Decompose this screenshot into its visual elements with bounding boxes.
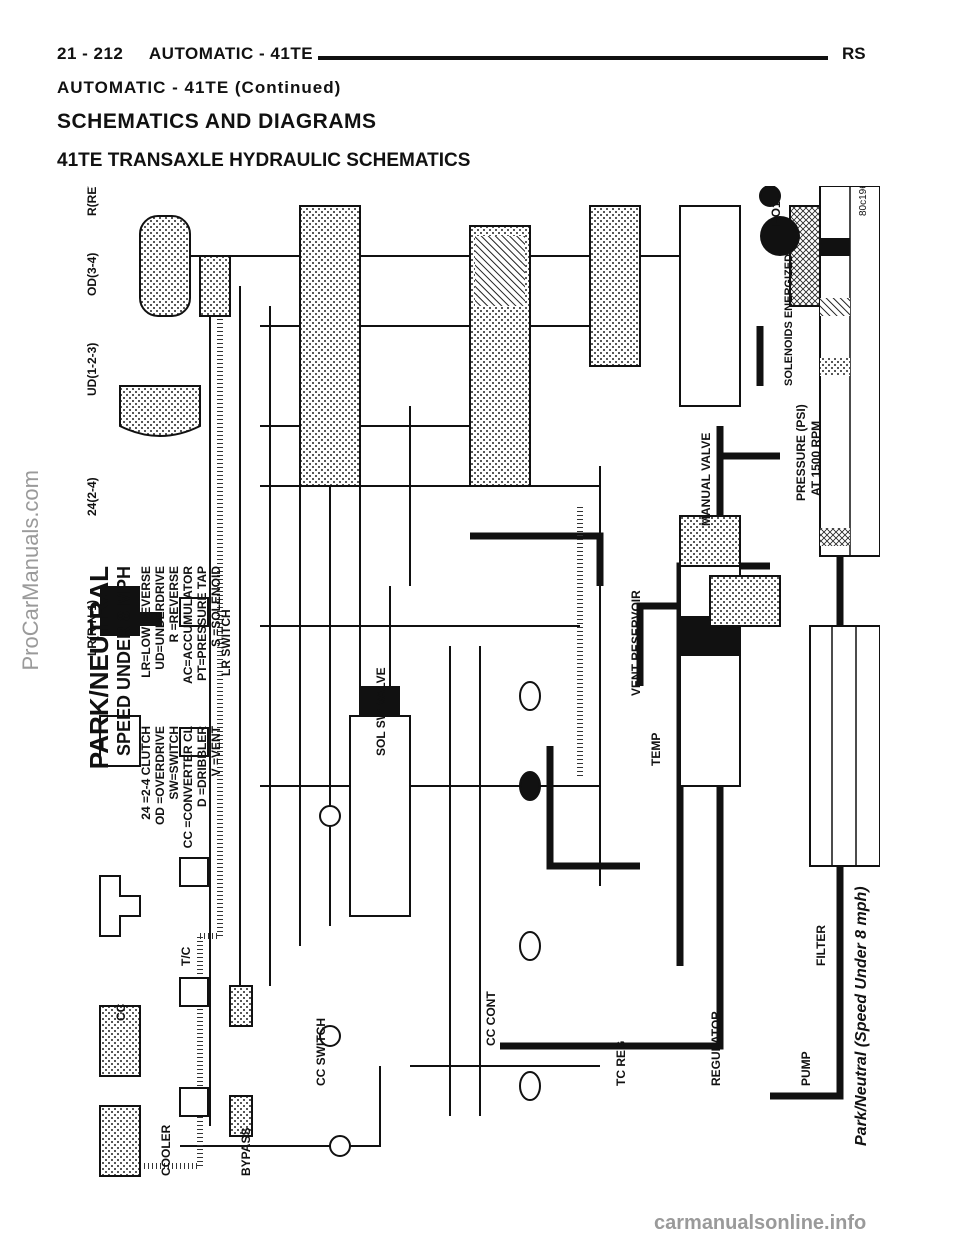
vent-reservoir	[709, 575, 781, 627]
label-manual-valve: MANUAL VALVE	[699, 433, 713, 526]
hydraulic-schematic: PARK/NEUTRAL SPEED UNDER 8 MPH LR=LOW RE…	[80, 186, 880, 1186]
label-temp: TEMP	[649, 733, 663, 766]
section-title: SCHEMATICS AND DIAGRAMS	[57, 110, 377, 133]
brand-code: RS	[842, 44, 866, 63]
figure-id: 80c19680	[858, 186, 869, 216]
clutch-label-lr: LR(R-N-1)	[85, 600, 99, 656]
accumulators	[179, 597, 209, 1117]
label-filter: FILTER	[814, 925, 828, 966]
cooler	[139, 215, 191, 317]
cc-switch	[299, 205, 361, 487]
schematic-svg: PARK/NEUTRAL SPEED UNDER 8 MPH LR=LOW RE…	[84, 186, 880, 1177]
solenoid-table-mode: HO1	[769, 201, 783, 226]
pump	[760, 216, 800, 256]
mode-subtitle: SPEED UNDER 8 MPH	[114, 566, 134, 756]
torque-converter	[119, 385, 201, 437]
clutch-od	[99, 1005, 141, 1077]
label-tc: T/C	[179, 946, 193, 966]
bypass	[199, 255, 231, 317]
legend-right-4: D =DRIBBLER	[195, 726, 209, 807]
label-sol-sw-valve: SOL SW VALVE	[374, 667, 388, 756]
circuit-nodes	[319, 186, 781, 1157]
label-bypass: BYPASS	[239, 1128, 253, 1176]
label-pump: PUMP	[799, 1051, 813, 1086]
legend-left-2: R =REVERSE	[167, 566, 181, 642]
clutch-label-rev: R(REV)	[85, 186, 99, 216]
clutch-rev	[99, 1105, 141, 1177]
legend-left-5: S =SOLENOID	[209, 566, 223, 647]
regulator	[679, 205, 741, 407]
legend-right-3: CC =CONVERTER CL	[181, 726, 195, 848]
label-cc-cont: CC CONT	[484, 991, 498, 1046]
pressure-table-title: PRESSURE (PSI)	[794, 404, 808, 501]
diagram-title: 41TE TRANSAXLE HYDRAULIC SCHEMATICS	[57, 150, 471, 171]
clutch-label-24: 24(2-4)	[85, 477, 99, 516]
header-rule	[318, 56, 828, 60]
legend-left-0: LR=LOW REVERSE	[139, 566, 153, 678]
diagram-caption: Park/Neutral (Speed Under 8 mph)	[853, 886, 870, 1146]
legend-left-4: PT=PRESSURE TAP	[195, 566, 209, 681]
label-cooler: COOLER	[159, 1124, 173, 1176]
label-cc-switch: CC SWITCH	[314, 1018, 328, 1086]
sol-sw-valve	[349, 686, 411, 917]
legend-left-1: UD=UNDERDRIVE	[153, 566, 167, 670]
label-cc: CC	[114, 1003, 128, 1021]
clutch-label-od: OD(3-4)	[85, 253, 99, 296]
clutch-ud	[99, 875, 141, 937]
solenoid-legend	[809, 625, 880, 867]
legend-right-2: SW=SWITCH	[167, 726, 181, 800]
circuit-lines	[180, 255, 700, 1147]
clutch-label-ud: UD(1-2-3)	[85, 343, 99, 396]
dribblers	[229, 985, 253, 1137]
page-header-left: 21 - 212 AUTOMATIC - 41TE	[57, 44, 313, 64]
label-tc-reg: TC REG	[614, 1041, 628, 1086]
cc-cont	[469, 225, 531, 487]
page-number: 21 - 212	[57, 44, 124, 63]
legend-right-1: OD =OVERDRIVE	[153, 726, 167, 825]
clutch-24	[99, 715, 141, 767]
solenoid-table-title: SOLENOIDS ENERGIZED	[783, 254, 795, 386]
section-name: AUTOMATIC - 41TE	[148, 44, 314, 63]
legend-left-3: AC=ACCUMULATOR	[181, 566, 195, 684]
label-regulator: REGULATOR	[709, 1011, 723, 1086]
continued-title: AUTOMATIC - 41TE (Continued)	[57, 78, 342, 97]
solenoids	[519, 681, 541, 1101]
legend-right-0: 24 =2-4 CLUTCH	[139, 726, 153, 820]
label-lr-switch: LR SWITCH	[219, 609, 233, 676]
label-vent-reservoir: VENT RESERVOIR	[629, 590, 643, 696]
pressure-table-subtitle: AT 1500 RPM	[809, 421, 823, 496]
lube-passages	[140, 286, 583, 1169]
pressure-legend	[819, 186, 880, 557]
watermark-bottom: carmanualsonline.info	[654, 1212, 867, 1234]
tc-reg	[589, 205, 641, 367]
clutch-lr	[100, 586, 162, 636]
manual-valve	[679, 515, 741, 787]
legend-right-5: V =VENT	[209, 725, 223, 776]
mode-title: PARK/NEUTRAL	[84, 566, 114, 769]
